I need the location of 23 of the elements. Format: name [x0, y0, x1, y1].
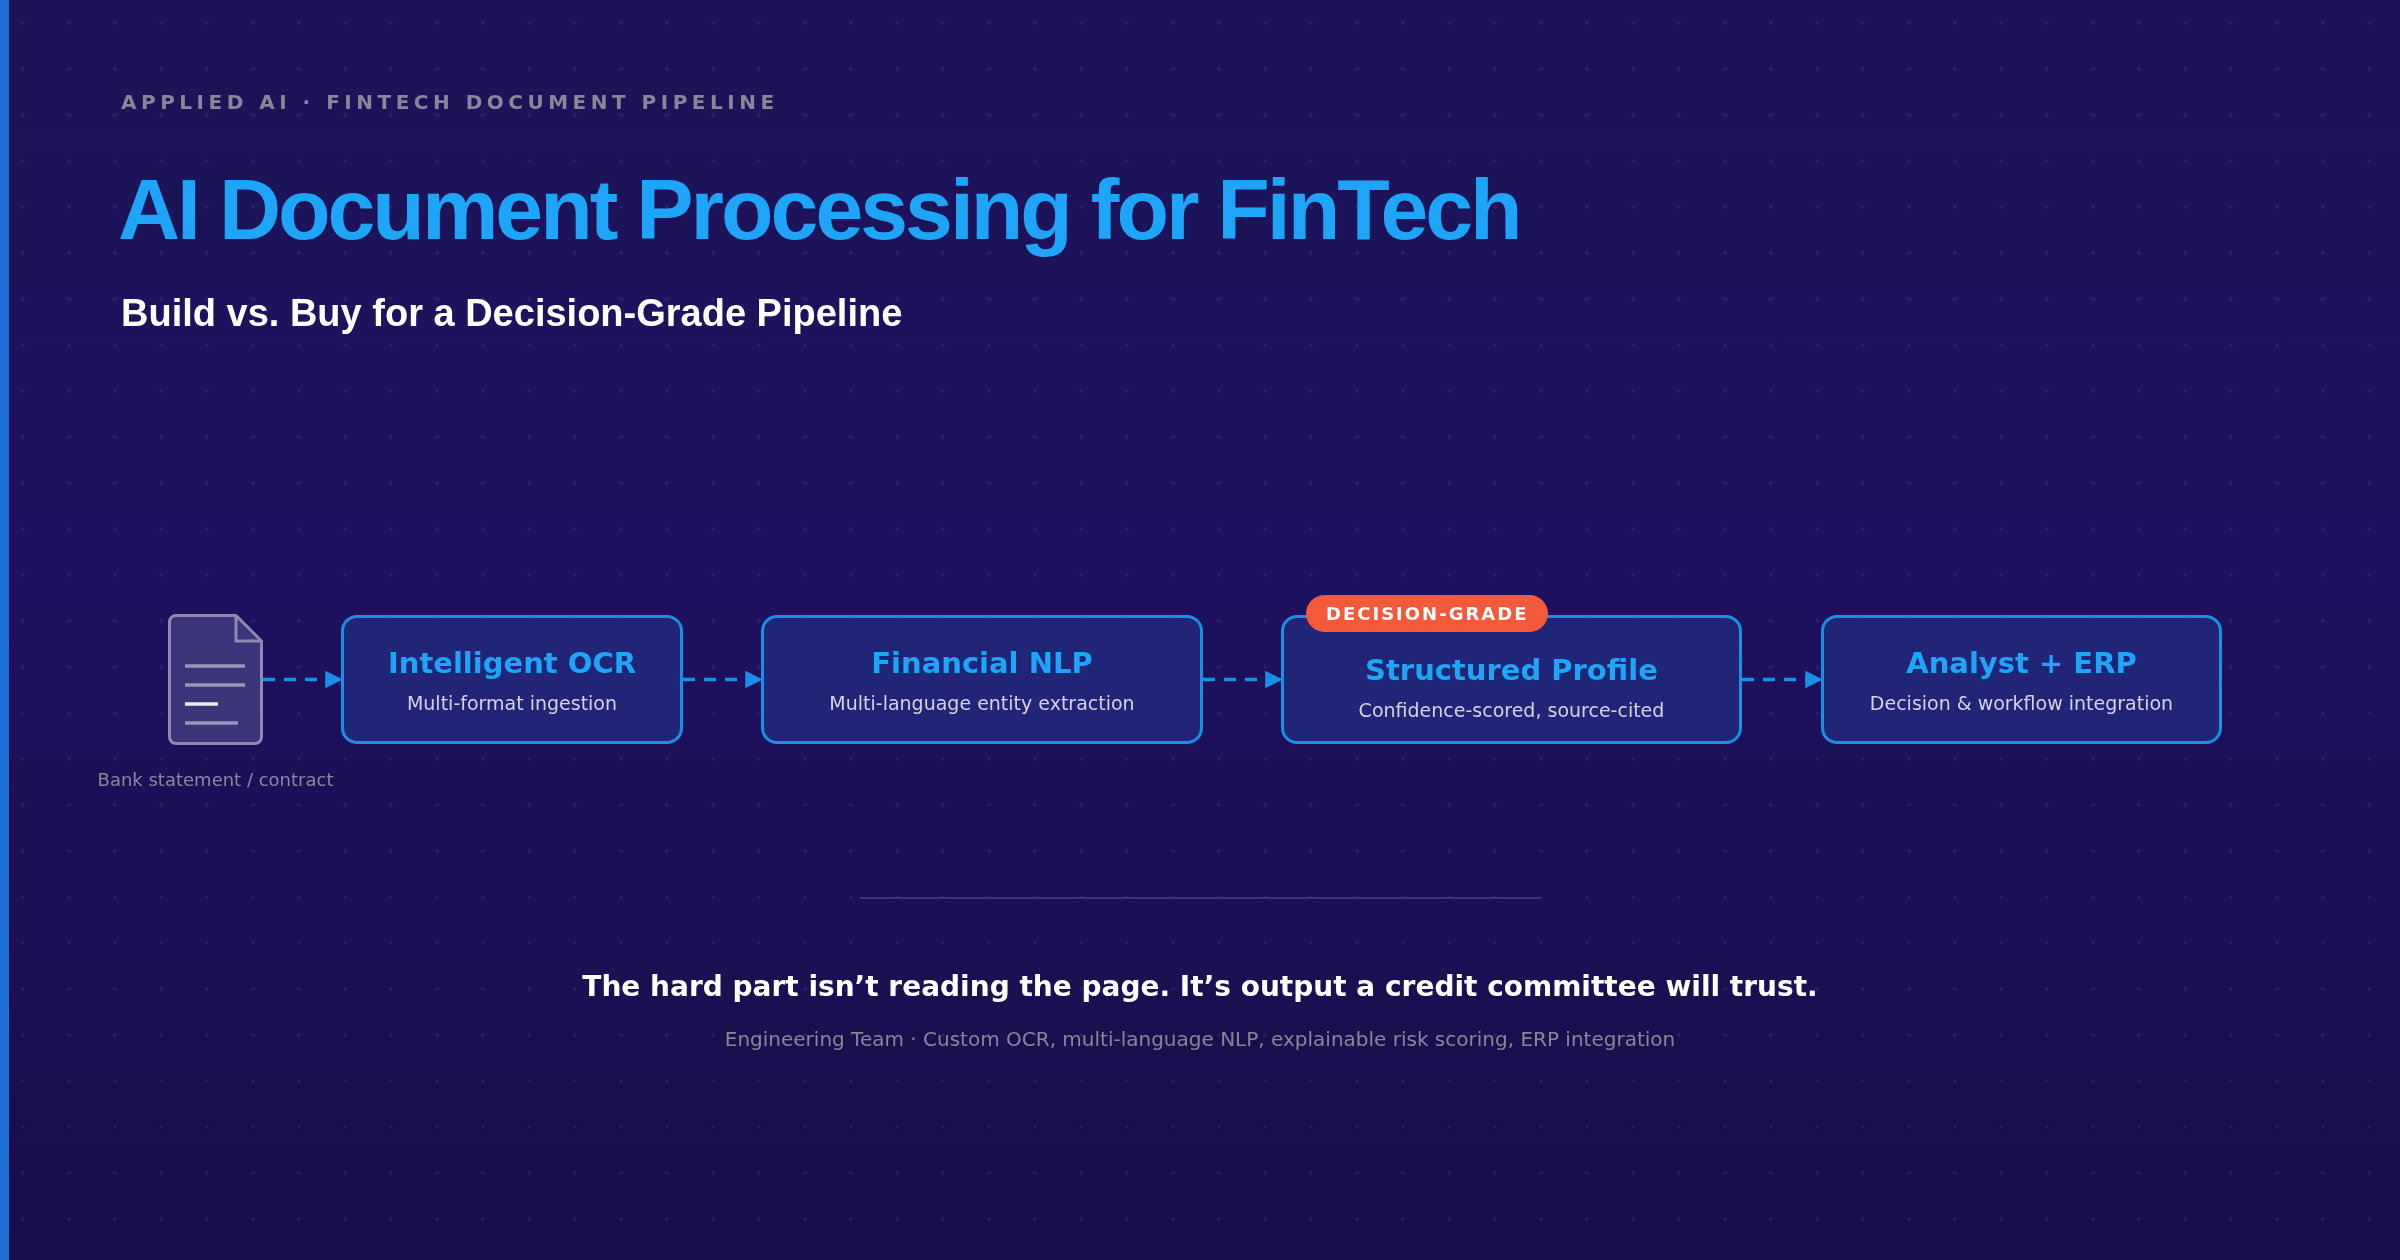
node-title: Financial NLP — [871, 645, 1093, 680]
node-title: Intelligent OCR — [387, 645, 637, 680]
arrow — [683, 670, 763, 689]
subtitle: Build vs. Buy for a Decision-Grade Pipeline — [121, 292, 903, 335]
arrow — [1742, 670, 1823, 689]
node-subtitle: Decision & workflow integration — [1869, 691, 2174, 714]
node-label: Bank statement / contract — [97, 769, 334, 790]
node-subtitle: Multi-format ingestion — [406, 691, 618, 714]
kicker-text: APPLIED AI · FINTECH DOCUMENT PIPELINE — [121, 90, 779, 114]
process-box — [761, 615, 1203, 744]
node-subtitle: Confidence-scored, source-cited — [1358, 698, 1665, 721]
footer-note: Engineering Team · Custom OCR, multi-language NLP, explainable risk scoring, ERP integration — [724, 1027, 1676, 1051]
process-box — [1821, 615, 2222, 744]
tagline: The hard part isn’t reading the page. It’s output a credit committee will trust. — [582, 970, 1818, 1003]
node-title: Analyst + ERP — [1906, 645, 2137, 680]
node-title: Structured Profile — [1365, 652, 1658, 687]
document-icon — [168, 614, 263, 745]
node-subtitle: Multi-language entity extraction — [829, 691, 1135, 714]
arrow — [263, 670, 343, 689]
process-box — [341, 615, 683, 744]
arrow — [1203, 670, 1283, 689]
title: AI Document Processing for FinTech — [118, 160, 1520, 259]
badge: DECISION-GRADE — [1306, 595, 1549, 632]
